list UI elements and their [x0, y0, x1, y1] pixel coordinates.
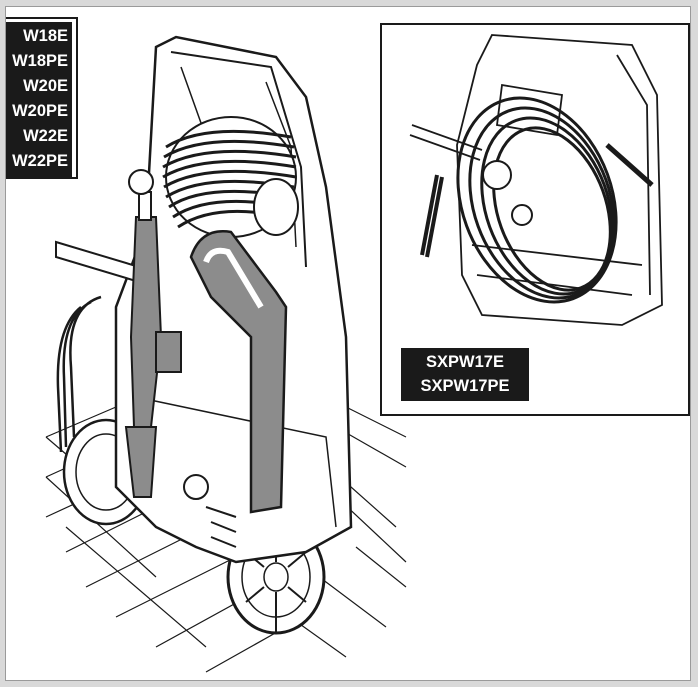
pressure-washer-illustration: [45, 35, 407, 673]
model-label: W22E: [23, 127, 68, 145]
model-label: W22PE: [12, 152, 68, 170]
inset-figure: SXPW17E SXPW17PE: [380, 23, 690, 416]
figure-frame: W18E W18PE W20E W20PE W22E W22PE: [5, 6, 691, 681]
model-label: W18E: [23, 27, 68, 45]
inset-model-list: SXPW17E SXPW17PE: [401, 348, 529, 401]
model-list: W18E W18PE W20E W20PE W22E W22PE: [6, 22, 72, 178]
hose-reel: [162, 116, 299, 238]
model-label: W20E: [23, 77, 68, 95]
inset-washer-body: [409, 34, 663, 326]
side-hose: [56, 295, 102, 453]
model-label: SXPW17PE: [420, 377, 510, 395]
hose-connector: [420, 174, 444, 258]
spray-lance: [124, 169, 163, 498]
coiled-hose: [456, 96, 618, 304]
coiled-hose-illustration: [409, 34, 663, 326]
model-label: SXPW17E: [426, 353, 504, 371]
model-label: W18PE: [12, 52, 68, 70]
model-list-box: W18E W18PE W20E W20PE W22E W22PE: [6, 17, 78, 179]
trigger-gun: [155, 230, 288, 514]
model-label: W20PE: [12, 102, 68, 120]
